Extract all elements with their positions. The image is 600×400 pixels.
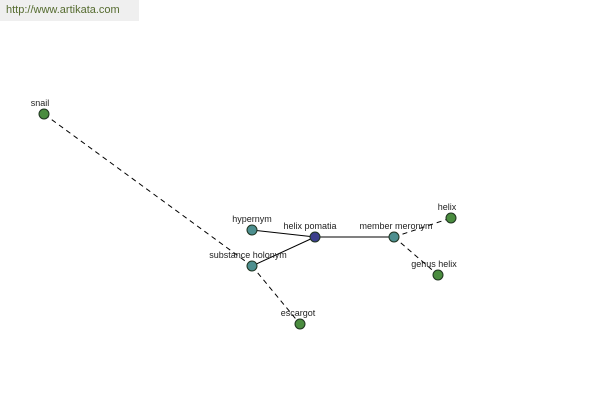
node-label-escargot: escargot <box>281 308 316 318</box>
node-label-helix: helix <box>438 202 457 212</box>
node-label-substance-holonym: substance holonym <box>209 250 287 260</box>
node-dot-substance-holonym[interactable] <box>246 260 258 272</box>
node-genus-helix[interactable]: genus helix <box>411 259 457 281</box>
node-label-genus-helix: genus helix <box>411 259 457 269</box>
node-snail[interactable]: snail <box>31 98 50 120</box>
url-banner: http://www.artikata.com <box>0 0 139 21</box>
node-hypernym[interactable]: hypernym <box>232 214 272 236</box>
nodes-layer: helix pomatia hypernym substance holonym me… <box>31 98 457 330</box>
edge-member-meronym-helix <box>393 217 452 238</box>
edges-layer <box>43 113 452 325</box>
node-label-helix-pomatia: helix pomatia <box>283 221 336 231</box>
edge-substance-holonym-snail <box>43 113 253 267</box>
edge-helix-pomatia-substance-holonym <box>251 236 316 267</box>
node-dot-helix-pomatia[interactable] <box>309 231 321 243</box>
node-helix[interactable]: helix <box>438 202 457 224</box>
node-member-meronym[interactable]: member meronym <box>359 221 433 243</box>
node-dot-snail[interactable] <box>38 108 50 120</box>
node-label-hypernym: hypernym <box>232 214 272 224</box>
edge-helix-pomatia-hypernym <box>251 229 316 238</box>
node-dot-hypernym[interactable] <box>246 224 258 236</box>
node-label-snail: snail <box>31 98 50 108</box>
edge-substance-holonym-escargot <box>251 265 301 325</box>
site-link[interactable]: http://www.artikata.com <box>6 4 120 16</box>
node-escargot[interactable]: escargot <box>281 308 316 330</box>
node-dot-escargot[interactable] <box>294 318 306 330</box>
node-label-member-meronym: member meronym <box>359 221 432 231</box>
node-dot-member-meronym[interactable] <box>388 231 400 243</box>
node-dot-helix[interactable] <box>445 212 457 224</box>
edge-member-meronym-genus-helix <box>393 236 439 276</box>
node-dot-genus-helix[interactable] <box>432 269 444 281</box>
node-substance-holonym[interactable]: substance holonym <box>209 250 287 272</box>
node-helix-pomatia[interactable]: helix pomatia <box>283 221 337 243</box>
